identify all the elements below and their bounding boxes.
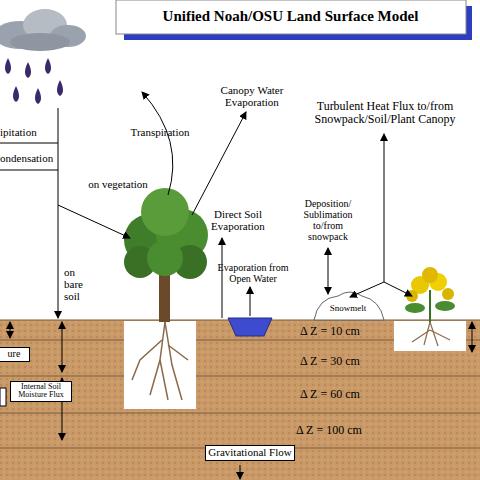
title-box bbox=[116, 0, 466, 34]
process-label: Δ Z = 10 cm bbox=[300, 325, 390, 338]
open-water bbox=[228, 318, 272, 336]
cropped-box bbox=[0, 388, 6, 406]
process-label: Direct Soil Evaporation bbox=[200, 208, 276, 232]
process-label: Evaporation from Open Water bbox=[214, 262, 292, 284]
cloud bbox=[0, 9, 86, 51]
snowpack bbox=[314, 292, 384, 320]
root-zone bbox=[124, 321, 196, 409]
process-label: Transpiration bbox=[120, 126, 200, 138]
process-label: Δ Z = 60 cm bbox=[300, 388, 390, 401]
flux-box: ure bbox=[0, 347, 30, 362]
flux-arrows bbox=[0, 92, 472, 479]
flux-box: Gravitational Flow bbox=[205, 445, 295, 461]
soil bbox=[0, 320, 480, 480]
flux-box: Internal Soil Moisture Flux bbox=[10, 381, 72, 402]
process-label: Turbulent Heat Flux to/from Snowpack/Soi… bbox=[296, 100, 474, 126]
flower bbox=[405, 267, 455, 322]
soil-layer-lines bbox=[0, 320, 480, 448]
box-text: Gravitational Flow bbox=[208, 447, 292, 459]
process-label: on bare soil bbox=[64, 266, 94, 302]
process-label: Canopy Water Evaporation bbox=[212, 84, 292, 108]
process-label: Deposition/ Sublimation to/from snowpack bbox=[296, 198, 360, 242]
process-label: Δ Z = 30 cm bbox=[300, 355, 390, 368]
tree-roots bbox=[132, 322, 188, 400]
flower-roots bbox=[412, 322, 450, 346]
box-text: ure bbox=[1, 349, 27, 360]
diagram-title: Unified Noah/OSU Land Surface Model bbox=[118, 8, 463, 25]
process-label: Δ Z = 100 cm bbox=[296, 424, 396, 437]
process-label: Snowmelt bbox=[322, 304, 374, 314]
raindrops bbox=[5, 58, 63, 104]
process-label: ondensation bbox=[0, 152, 70, 164]
flower-root-zone bbox=[394, 321, 466, 351]
box-text: Internal Soil Moisture Flux bbox=[13, 383, 69, 400]
process-label: ipitation bbox=[0, 126, 60, 138]
process-label: on vegetation bbox=[88, 178, 148, 190]
